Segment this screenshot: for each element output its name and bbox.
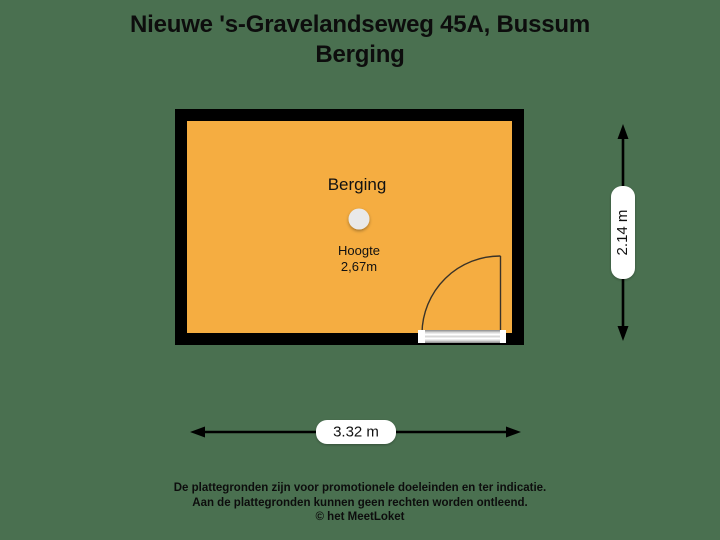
room-floor — [187, 121, 512, 333]
arrow-down-icon — [617, 326, 629, 341]
dimension-width-label: 3.32 m — [333, 423, 379, 440]
arrow-up-icon — [617, 124, 629, 139]
dimension-height-label-bg — [611, 186, 635, 279]
room-height-value: 2,67m — [341, 259, 377, 274]
title-address: Nieuwe 's-Gravelandseweg 45A, Bussum — [129, 11, 590, 38]
footer-disclaimer: De plattegronden zijn voor promotionele … — [0, 481, 720, 525]
dimension-height: 2.14 m — [611, 124, 635, 341]
room-walls — [175, 109, 524, 345]
arrow-right-icon — [506, 426, 521, 438]
footer-copyright: © het MeetLoket — [315, 511, 405, 523]
dimension-width: 3.32 m — [190, 420, 521, 444]
dimension-width-label-bg — [316, 420, 396, 444]
room-height-label: Hoogte — [338, 243, 380, 258]
footer-line-1: De plattegronden zijn voor promotionele … — [173, 482, 547, 494]
arrow-left-icon — [190, 426, 205, 438]
room-name-label: Berging — [328, 175, 387, 194]
door-bottom-right — [418, 255, 506, 343]
footer-line-2: Aan de plattegronden kunnen geen rechten… — [192, 496, 528, 509]
page-title: Nieuwe 's-Gravelandseweg 45A, Bussum Ber… — [0, 10, 720, 70]
ceiling-light-icon — [348, 208, 370, 230]
title-floor: Berging — [315, 41, 405, 68]
dimension-height-label: 2.14 m — [614, 210, 631, 256]
